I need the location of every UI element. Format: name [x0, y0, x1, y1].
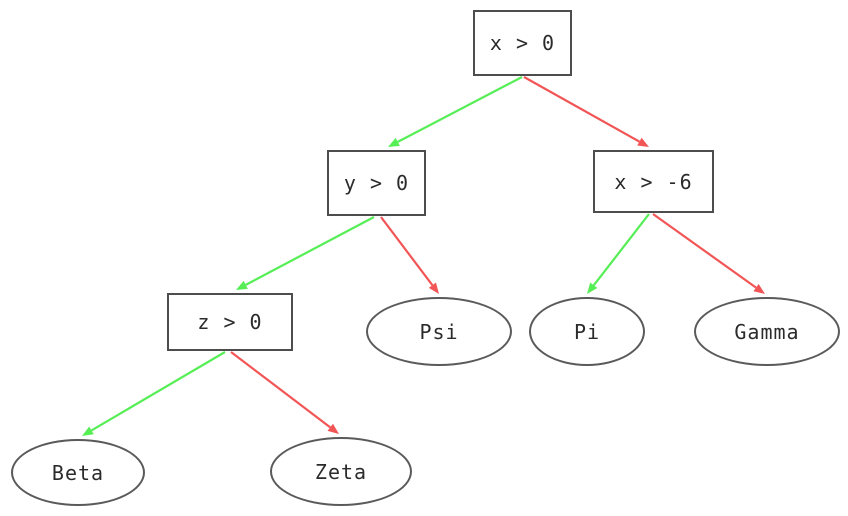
- edge-line: [592, 213, 650, 286]
- edge-true: [388, 76, 523, 147]
- node-label: Pi: [573, 319, 601, 344]
- node-label: x > 0: [489, 31, 556, 55]
- node-label: Zeta: [314, 459, 368, 484]
- edge-true: [82, 351, 226, 436]
- edge-line: [90, 351, 226, 432]
- node-gamma[interactable]: Gamma: [694, 297, 840, 366]
- node-root[interactable]: x > 0: [473, 10, 572, 76]
- node-label: z > 0: [197, 310, 263, 334]
- arrowhead-icon: [82, 426, 94, 436]
- node-label: Gamma: [734, 319, 800, 344]
- node-label: x > -6: [614, 169, 693, 194]
- edge-line: [397, 76, 523, 143]
- node-psi[interactable]: Psi: [366, 297, 512, 366]
- arrowhead-icon: [236, 280, 248, 290]
- edge-true: [236, 216, 375, 290]
- edge-false: [652, 213, 765, 294]
- edge-false: [523, 76, 649, 147]
- edge-false: [380, 216, 439, 294]
- node-label: Beta: [51, 460, 105, 485]
- edge-line: [652, 213, 757, 289]
- node-label: y > 0: [343, 171, 410, 195]
- node-xgtm6[interactable]: x > -6: [593, 150, 714, 213]
- arrowhead-icon: [428, 282, 439, 294]
- arrowhead-icon: [637, 137, 649, 147]
- node-zeta[interactable]: Zeta: [270, 437, 412, 506]
- edge-line: [523, 76, 640, 143]
- arrowhead-icon: [587, 282, 598, 294]
- arrowhead-icon: [753, 283, 765, 294]
- arrowhead-icon: [327, 423, 339, 434]
- edge-line: [380, 216, 434, 286]
- edge-line: [230, 351, 331, 429]
- edge-true: [587, 213, 650, 294]
- edge-false: [230, 351, 339, 434]
- node-ygt0[interactable]: y > 0: [327, 150, 426, 216]
- node-label: Psi: [419, 319, 459, 344]
- node-pi[interactable]: Pi: [529, 297, 645, 366]
- edge-line: [245, 216, 375, 286]
- arrowhead-icon: [388, 137, 400, 147]
- node-beta[interactable]: Beta: [11, 439, 145, 506]
- node-zgt0[interactable]: z > 0: [167, 293, 293, 351]
